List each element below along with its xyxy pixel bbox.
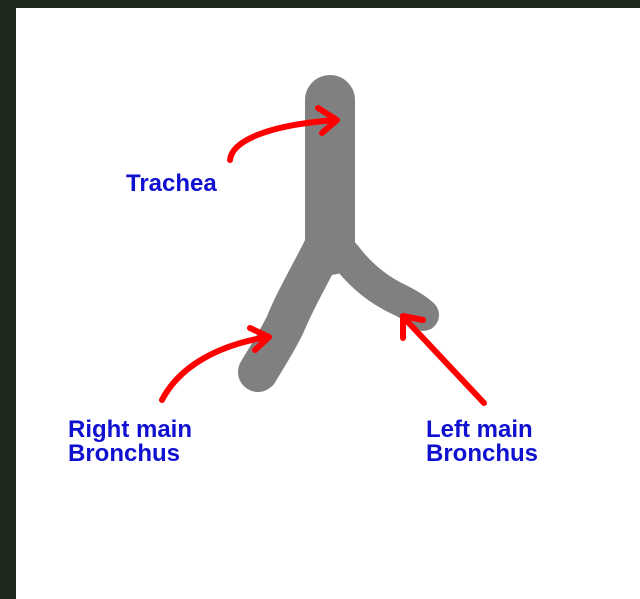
left-main-bronchus-label-line-2: Bronchus	[426, 442, 538, 466]
airway-shape	[258, 100, 423, 372]
left-bronchus-arrow	[403, 316, 484, 403]
left-main-bronchus-label: Left main Bronchus	[426, 418, 538, 466]
right-main-bronchus-shape	[258, 245, 325, 372]
trachea-label: Trachea	[126, 172, 217, 196]
right-main-bronchus-label-line-1: Right main	[68, 418, 192, 442]
right-main-bronchus-label: Right main Bronchus	[68, 418, 192, 466]
right-main-bronchus-label-line-2: Bronchus	[68, 442, 192, 466]
left-main-bronchus-label-line-1: Left main	[426, 418, 538, 442]
left-main-bronchus-shape	[345, 255, 423, 315]
